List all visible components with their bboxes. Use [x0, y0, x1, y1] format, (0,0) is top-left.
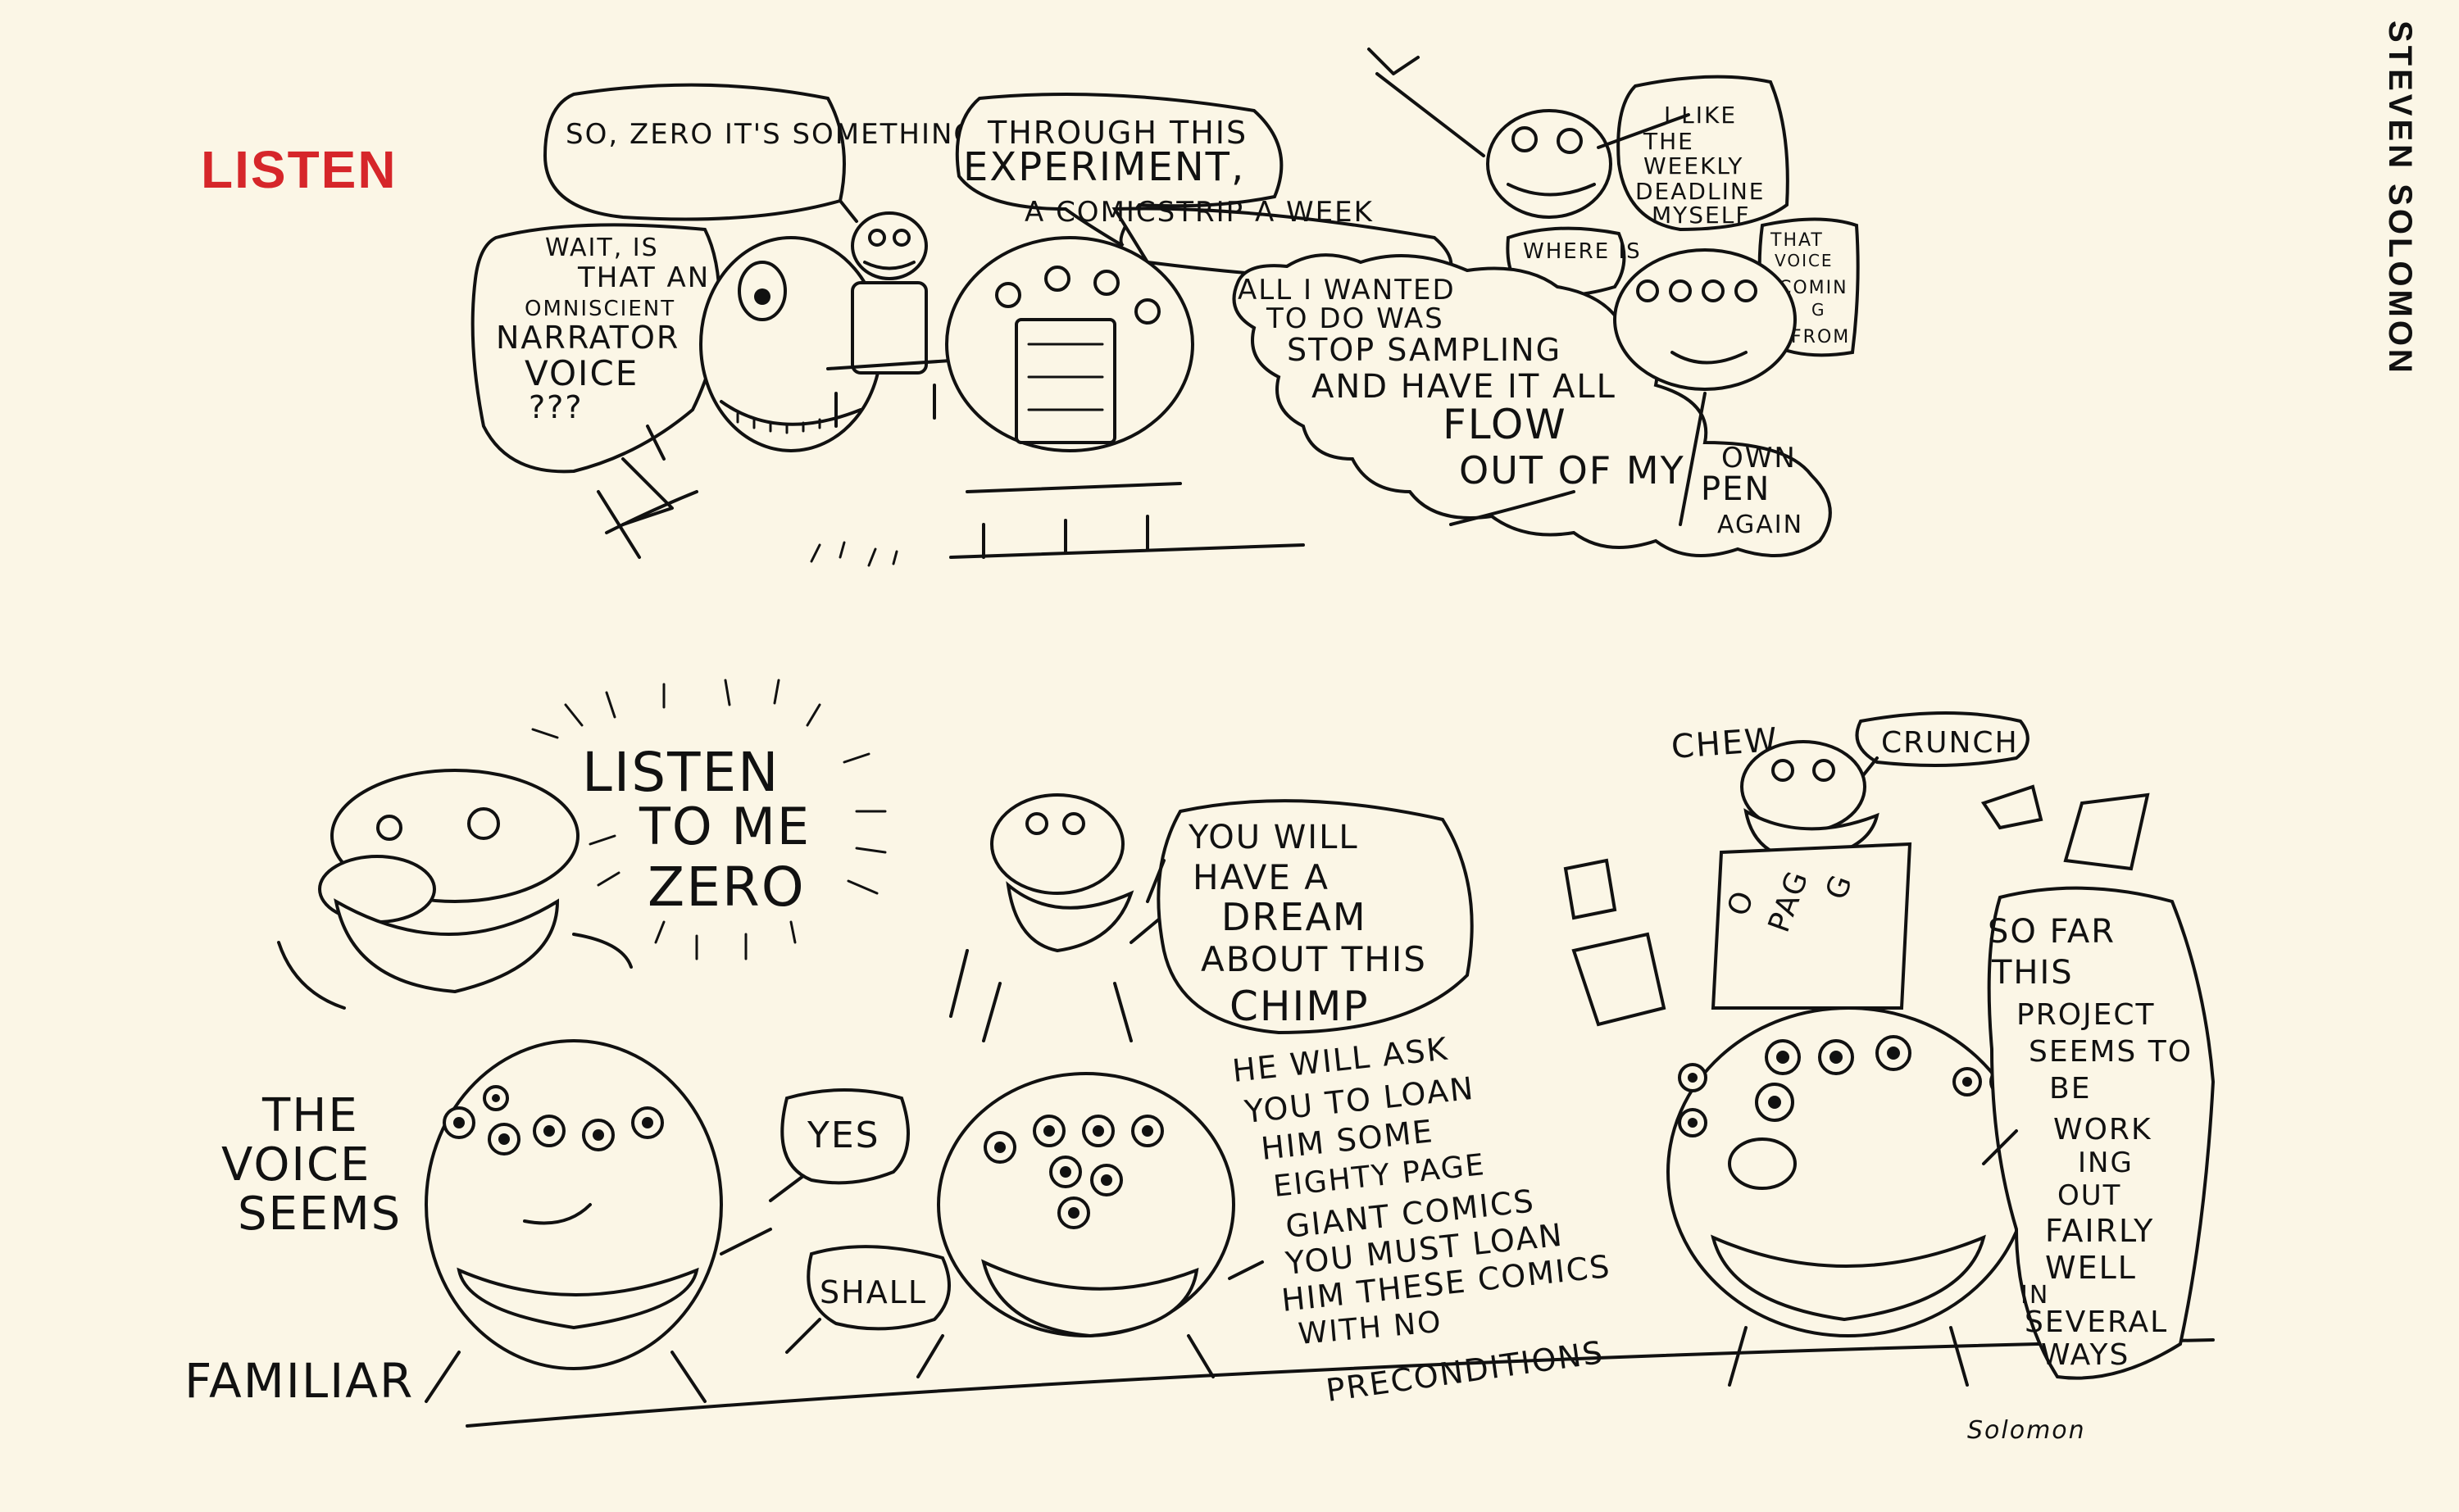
bottom-ground-line — [466, 1338, 2215, 1428]
bubble-deadline-line-2: THE — [1643, 128, 1694, 155]
speech-bubble-so-far: SO FAR THIS PROJECT SEEMS TO BE WORK ING… — [1982, 886, 2216, 1380]
so-far-line-6: WORK — [2053, 1113, 2152, 1146]
so-far-line-8: OUT — [2057, 1179, 2121, 1212]
bubble-deadline-line-1: I LIKE — [1664, 102, 1737, 129]
top-ground-ticks — [810, 541, 898, 567]
so-far-line-3: PROJECT — [2016, 998, 2156, 1032]
bubble-dream-line-4: ABOUT THIS — [1201, 939, 1427, 979]
top-figure-many-eyes — [945, 236, 1194, 559]
bubble-deadline-line-3: WEEKLY — [1643, 152, 1743, 179]
author-credit: STEVEN SOLOMON — [2382, 20, 2418, 376]
voice-line-2: VOICE — [221, 1138, 370, 1192]
bottom-chimp-eating-page: PAG G O — [1711, 740, 1912, 1010]
bubble-that-voice-line-5: FROM — [1791, 327, 1850, 347]
bottom-figure-zero-middle — [916, 1072, 1264, 1378]
bubble-narrator-line-2: THAT AN — [577, 261, 710, 294]
so-far-line-9: FAIRLY — [2045, 1213, 2154, 1249]
thought-cloud-line-8: PEN — [1701, 470, 1770, 508]
bubble-where-is-text: WHERE IS — [1523, 239, 1642, 264]
voice-line-3: SEEMS — [238, 1187, 402, 1241]
so-far-line-13: WAYS — [2041, 1338, 2129, 1372]
bubble-experiment-line-2: EXPERIMENT, — [963, 144, 1245, 190]
bubble-deadline-line-5: MYSELF — [1652, 202, 1750, 229]
thought-cloud-line-7: OWN — [1721, 442, 1797, 474]
thought-cloud-line-1: ALL I WANTED — [1238, 274, 1456, 306]
bottom-figure-zero-left — [425, 1039, 772, 1403]
bottom-panel: LISTEN TO ME ZERO THE VOICE SEEMS FAMILI… — [184, 679, 2216, 1445]
thought-cloud-line-4: AND HAVE IT ALL — [1311, 368, 1616, 406]
top-figure-voice-head — [1449, 248, 1797, 526]
so-far-line-1: SO FAR — [1988, 913, 2116, 951]
bubble-that-voice-line-1: THAT — [1770, 230, 1824, 251]
bubble-deadline-line-4: DEADLINE — [1635, 178, 1765, 205]
so-far-line-2: THIS — [1991, 954, 2074, 992]
shout-listen-line-3: ZERO — [648, 856, 806, 919]
shout-listen: LISTEN TO ME ZERO — [531, 679, 887, 960]
bottom-chimp-on-head — [949, 793, 1182, 1042]
artist-signature: Solomon — [1967, 1416, 2086, 1445]
so-far-line-10: WELL — [2045, 1250, 2137, 1286]
bubble-narrator-line-4: NARRATOR — [496, 320, 680, 356]
bubble-narrator-line-5: VOICE — [525, 353, 639, 393]
shout-listen-line-2: TO ME — [639, 797, 811, 856]
bubble-experiment-line-3: A COMICSTRIP A WEEK — [1025, 196, 1374, 229]
speech-bubble-dream: YOU WILL HAVE A DREAM ABOUT THIS CHIMP — [1146, 799, 1474, 1035]
top-panel: SO, ZERO IT'S SOMETHING LIKE HALF WAY TH… — [470, 48, 1860, 567]
thought-cloud: ALL I WANTED TO DO WAS STOP SAMPLING AND… — [1232, 253, 1832, 557]
bubble-that-voice-line-4: G — [1811, 300, 1826, 320]
speech-bubble-deadline: I LIKE THE WEEKLY DEADLINE MYSELF — [1616, 75, 1789, 232]
narration-voice-familiar: THE VOICE SEEMS FAMILIAR — [184, 1089, 414, 1409]
speech-bubble-crunch — [1855, 711, 2029, 767]
strip-title: LISTEN — [201, 140, 398, 199]
so-far-line-4: SEEMS TO — [2029, 1035, 2193, 1069]
voice-line-1: THE — [261, 1089, 359, 1142]
bubble-narrator-line-3: OMNISCIENT — [525, 297, 675, 321]
thought-cloud-line-6: OUT OF MY — [1459, 448, 1685, 493]
thought-cloud-line-9: AGAIN — [1717, 511, 1803, 539]
speech-bubble-shall-text: SHALL — [820, 1274, 927, 1310]
speech-bubble-experiment: THROUGH THIS EXPERIMENT, A COMICSTRIP A … — [955, 93, 1453, 285]
speech-bubble-shall: SHALL — [785, 1245, 951, 1354]
bottom-chimp-shouting — [277, 769, 633, 1010]
top-figure-chimp-arm-up — [1367, 48, 1690, 219]
bubble-dream-line-1: YOU WILL — [1188, 819, 1359, 856]
speech-bubble-yes: YES — [769, 1088, 910, 1202]
speech-bubble-yes-text: YES — [807, 1115, 880, 1156]
bubble-dream-line-5: CHIMP — [1230, 983, 1370, 1030]
bubble-dream-line-2: HAVE A — [1193, 857, 1329, 897]
so-far-line-11: IN — [2020, 1281, 2049, 1310]
voice-line-4: FAMILIAR — [184, 1353, 414, 1409]
bottom-figure-zero-right — [1666, 1006, 2030, 1387]
bubble-narrator-line-6: ??? — [529, 389, 584, 425]
so-far-line-12: SEVERAL — [2025, 1305, 2168, 1339]
thought-cloud-line-2: TO DO WAS — [1266, 302, 1444, 335]
bubble-that-voice-line-2: VOICE — [1775, 251, 1834, 270]
thought-cloud-line-5: FLOW — [1443, 401, 1567, 448]
speech-bubble-narrator: WAIT, IS THAT AN OMNISCIENT NARRATOR VOI… — [470, 223, 721, 474]
bubble-narrator-line-1: WAIT, IS — [545, 234, 659, 262]
bubble-dream-line-3: DREAM — [1221, 895, 1367, 939]
sound-crunch: CRUNCH — [1881, 726, 2019, 760]
top-figure-small-reader — [826, 211, 952, 428]
flying-pages — [1563, 784, 2150, 1027]
shout-listen-line-1: LISTEN — [582, 741, 780, 804]
so-far-line-7: ING — [2078, 1146, 2134, 1179]
so-far-line-5: BE — [2049, 1072, 2091, 1106]
bubble-experiment-line-1: THROUGH THIS — [987, 115, 1248, 151]
thought-cloud-line-3: STOP SAMPLING — [1287, 332, 1561, 368]
narration-will-ask: HE WILL ASK YOU TO LOAN HIM SOME EIGHTY … — [1230, 1031, 1612, 1409]
top-ground-line — [949, 543, 1305, 559]
